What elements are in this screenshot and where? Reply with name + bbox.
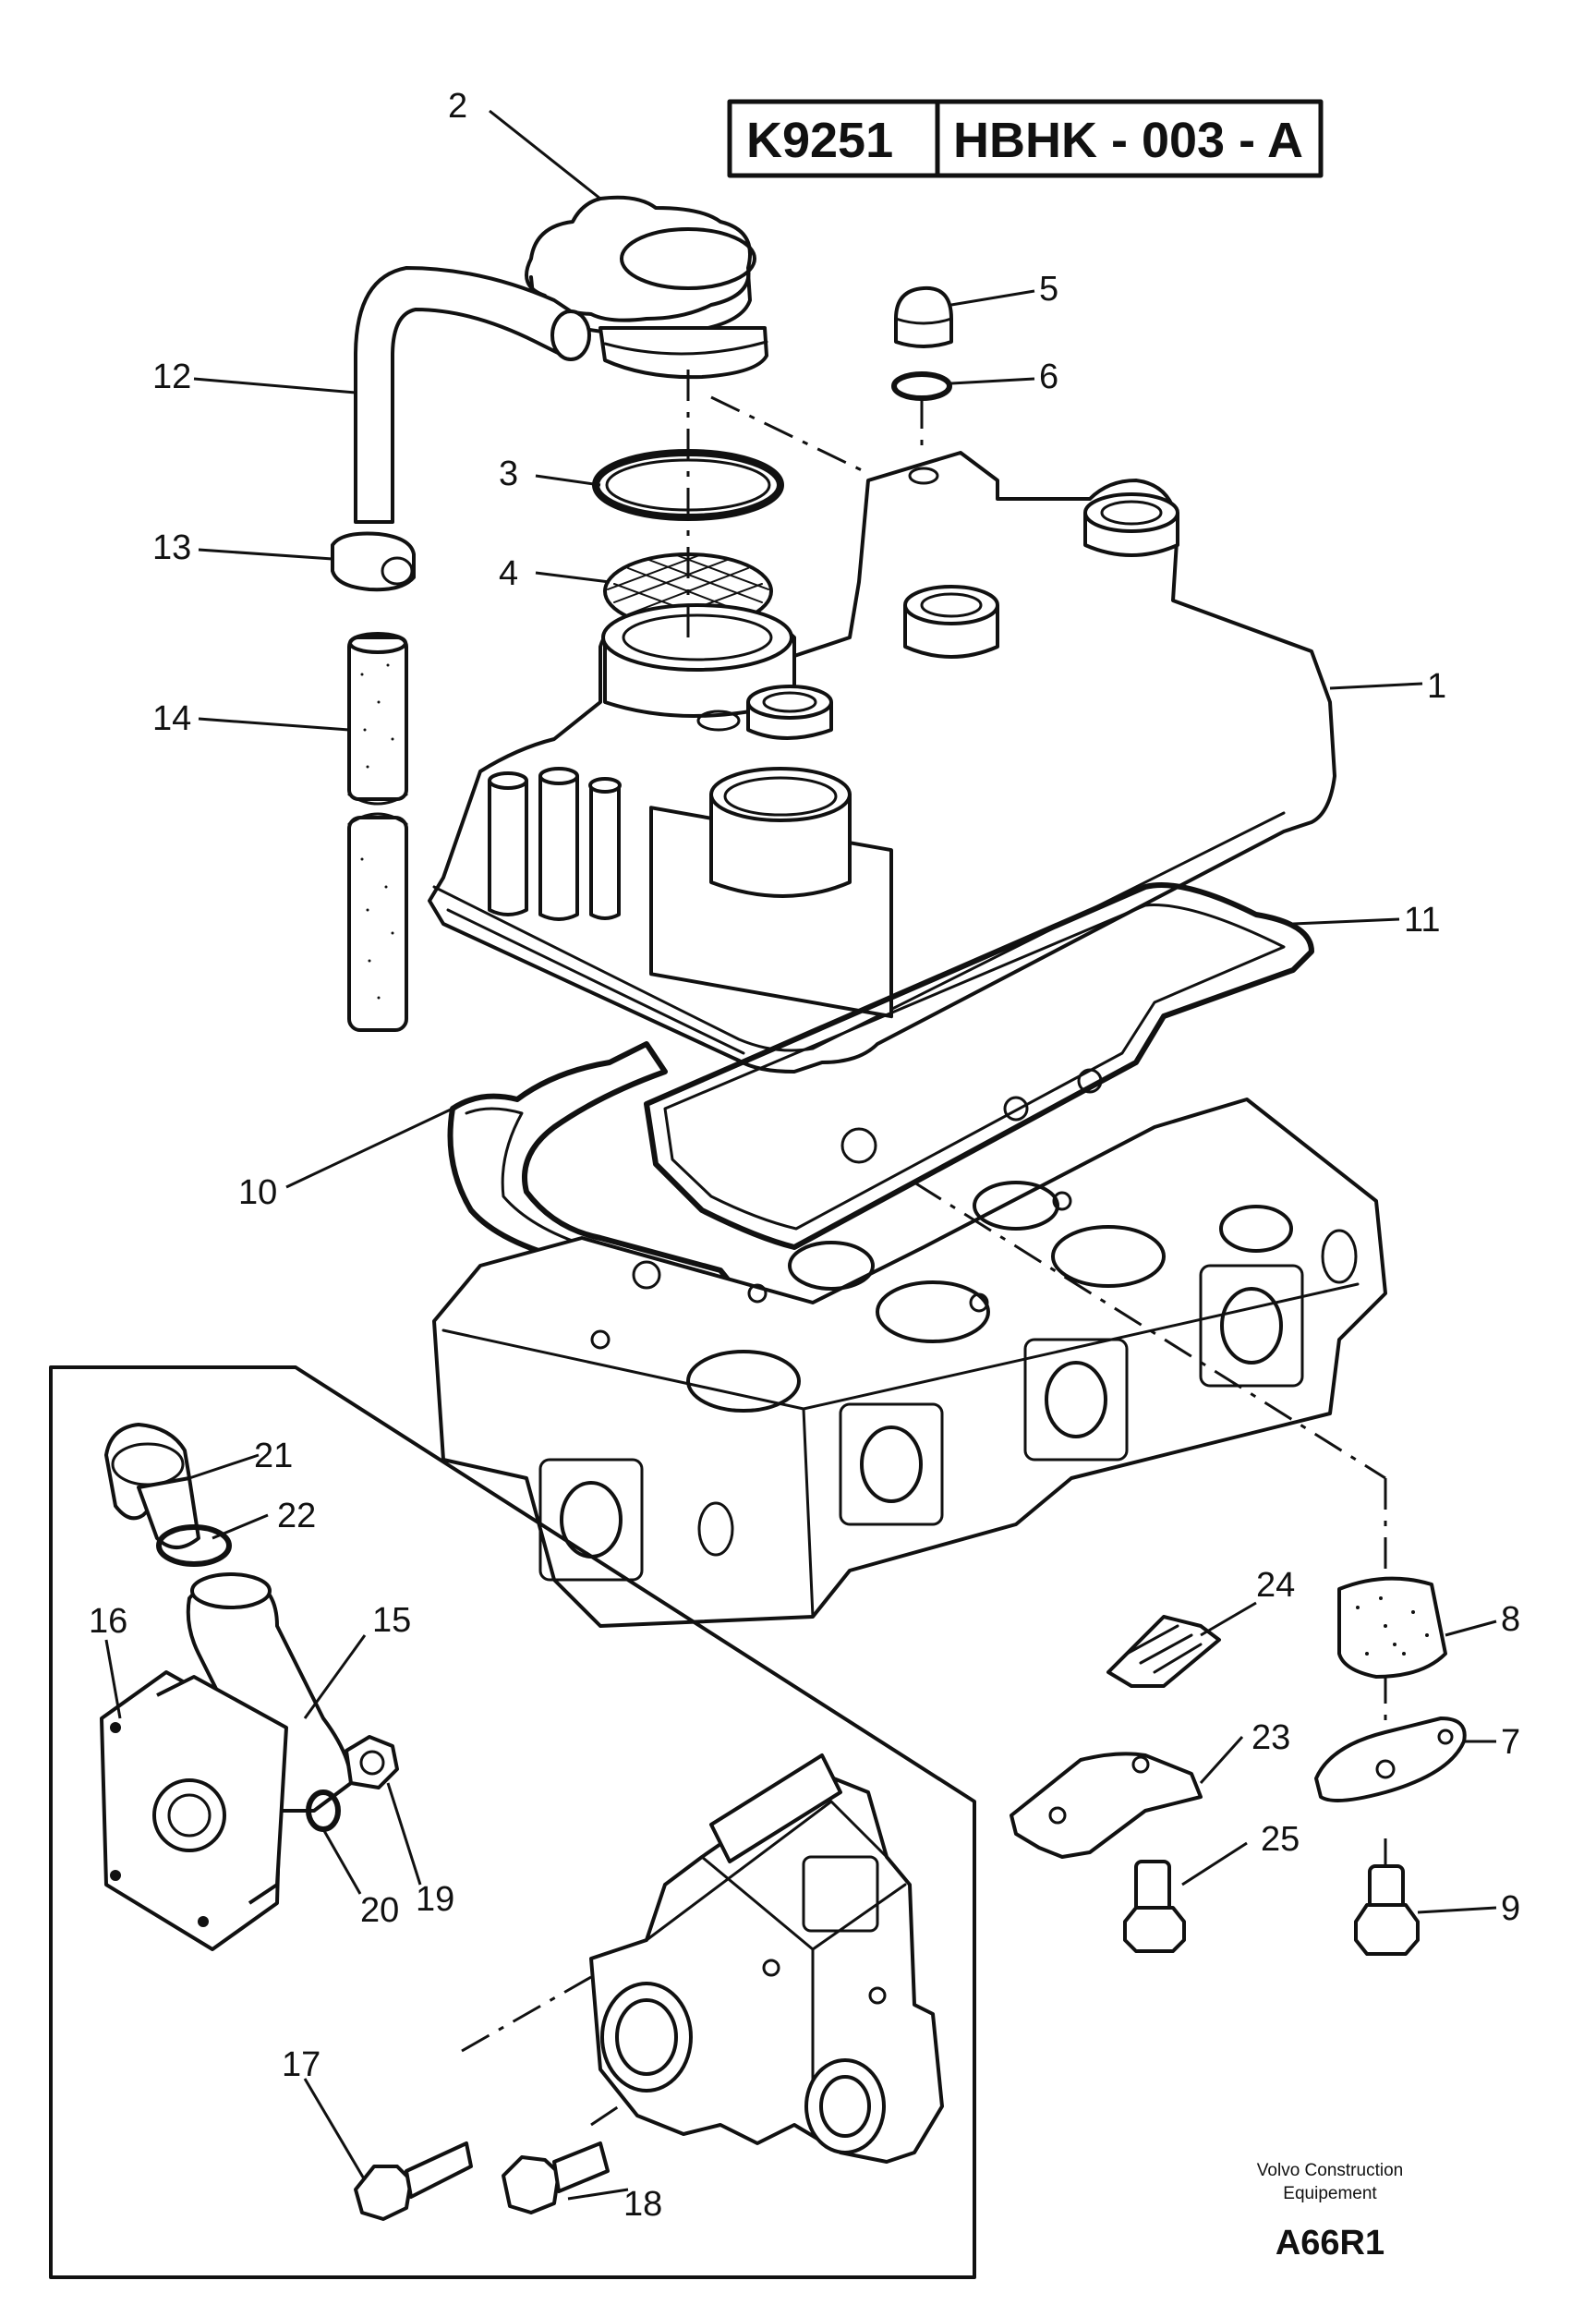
- callout-12: 12: [152, 358, 191, 396]
- elbow-pipe: [186, 1572, 353, 1813]
- footer: Volvo Construction Equipement A66R1: [1257, 2161, 1403, 2262]
- callout-5: 5: [1039, 270, 1058, 309]
- callout-6: 6: [1039, 358, 1058, 396]
- callout-11: 11: [1404, 901, 1440, 940]
- pump-housing: [589, 1753, 944, 2164]
- flange-gasket: [100, 1670, 288, 1951]
- callout-22: 22: [277, 1497, 316, 1535]
- publisher-line-2: Equipement: [1283, 2184, 1377, 2203]
- callout-16: 16: [89, 1602, 127, 1641]
- alignment-lines: [461, 370, 1387, 2127]
- header-code-box: K9251 HBHK - 003 - A: [727, 99, 1324, 178]
- callout-15: 15: [372, 1601, 411, 1640]
- bolt-17: [354, 2141, 473, 2221]
- callout-14: 14: [152, 699, 191, 738]
- hex-nut: [345, 1735, 399, 1789]
- sealing-washer: [891, 371, 952, 401]
- callout-18: 18: [623, 2185, 662, 2224]
- callout-20: 20: [360, 1891, 399, 1930]
- callout-9: 9: [1501, 1889, 1520, 1928]
- callout-23: 23: [1251, 1718, 1290, 1757]
- bolt-18: [502, 2141, 610, 2214]
- callout-25: 25: [1261, 1820, 1300, 1859]
- seal-ring: [156, 1524, 232, 1567]
- callout-2: 2: [448, 87, 467, 126]
- spring-clip: [1106, 1615, 1221, 1688]
- callout-8: 8: [1501, 1600, 1520, 1639]
- oil-filler-cap: [525, 195, 768, 380]
- callout-4: 4: [499, 554, 518, 593]
- breather-hose: [354, 266, 591, 524]
- stud-bolt-25: [1123, 1860, 1186, 1953]
- inner-gasket: [644, 882, 1314, 1250]
- callout-19: 19: [416, 1880, 454, 1919]
- callout-3: 3: [499, 455, 518, 493]
- callout-10: 10: [238, 1173, 277, 1212]
- outer-gasket: [447, 1041, 742, 1296]
- publisher-line-1: Volvo Construction: [1257, 2161, 1403, 2180]
- hose-pieces: [347, 632, 408, 1032]
- leader-lines: [104, 109, 1497, 2201]
- callout-21: 21: [254, 1437, 293, 1475]
- callout-24: 24: [1256, 1566, 1295, 1605]
- cover-plate: [1010, 1752, 1203, 1859]
- callout-17: 17: [282, 2045, 320, 2084]
- hose-clamp: [331, 531, 416, 592]
- cylinder-head: [432, 1068, 1387, 1628]
- header-code-right: HBHK - 003 - A: [953, 113, 1303, 168]
- valve-cover: [428, 451, 1336, 1074]
- callout-labels: 1 2 3 4 5 6 7 8 9 10 11 12 13 14 15 16 1…: [89, 87, 1520, 2224]
- acorn-nut: [894, 285, 953, 348]
- figure-code: A66R1: [1276, 2224, 1384, 2262]
- callout-7: 7: [1501, 1723, 1520, 1762]
- callout-1: 1: [1427, 667, 1446, 706]
- header-code-left: K9251: [746, 113, 893, 168]
- bracket-plate: [1314, 1717, 1467, 1802]
- callout-13: 13: [152, 528, 191, 567]
- inset-frame: [49, 1365, 976, 2279]
- filter-element: [1337, 1576, 1447, 1679]
- screw-9: [1354, 1864, 1420, 1956]
